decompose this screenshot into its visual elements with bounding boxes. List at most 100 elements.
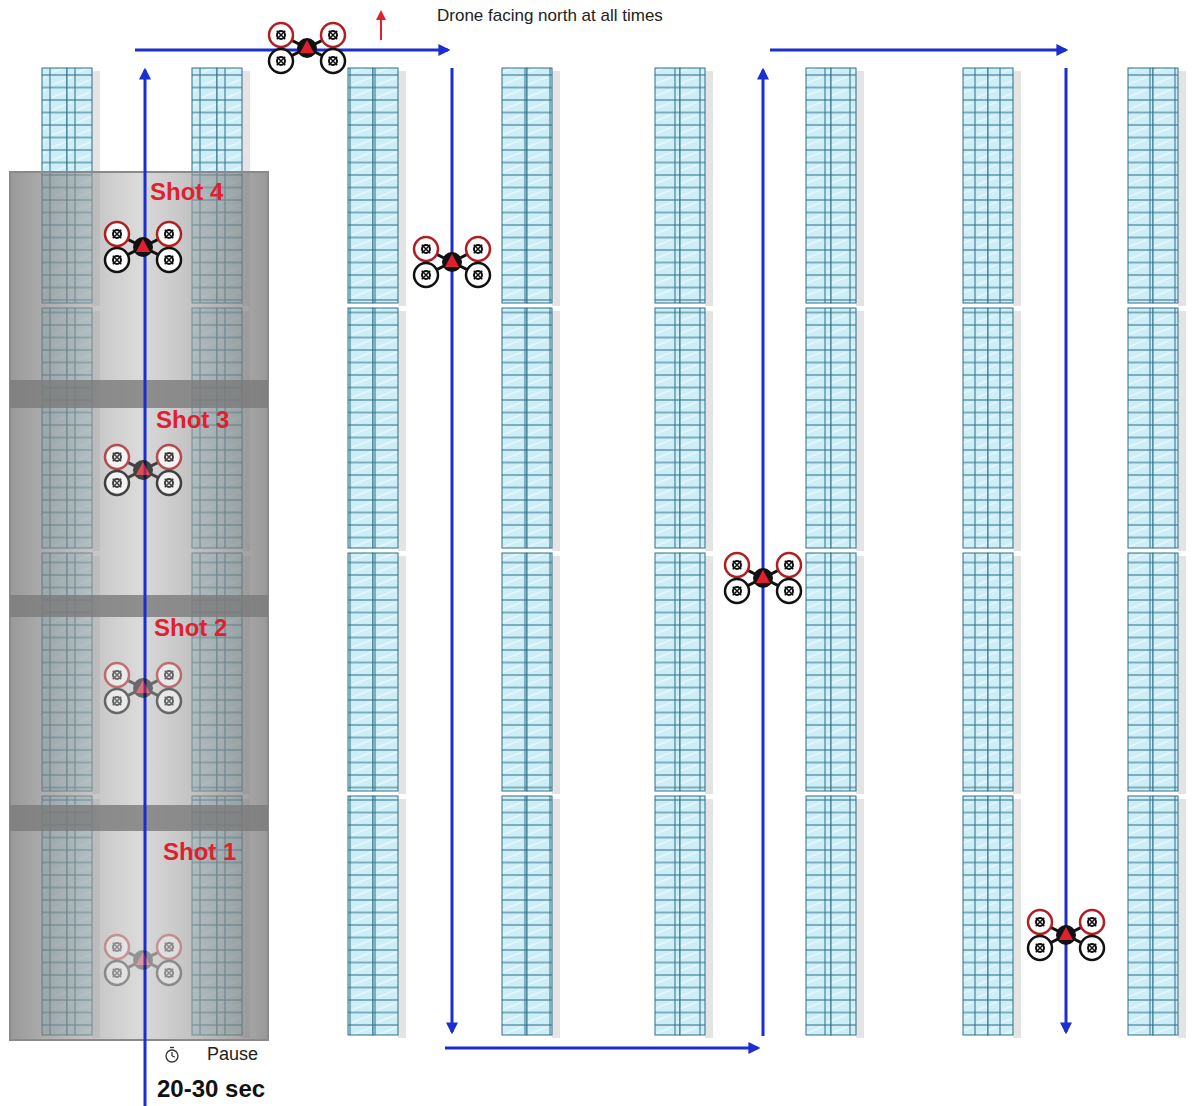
solar-panel xyxy=(831,553,856,791)
solar-panel xyxy=(348,308,373,548)
solar-panel xyxy=(831,68,856,303)
drone-icons xyxy=(105,23,1104,985)
panel-shadow xyxy=(1178,71,1186,306)
drone-icon xyxy=(105,663,181,713)
flight-path-segment xyxy=(762,70,765,1036)
solar-panel xyxy=(373,796,398,1035)
solar-panel xyxy=(373,308,398,548)
panel-shadow xyxy=(856,556,864,794)
solar-panel xyxy=(1153,553,1178,791)
shot-label: Shot 4 xyxy=(150,179,223,205)
flight-path xyxy=(135,50,1066,1106)
panel-shadow xyxy=(1013,71,1021,306)
solar-panel xyxy=(655,796,680,1035)
panel-shadow xyxy=(1178,556,1186,794)
drone-icon xyxy=(105,935,181,985)
zone-band xyxy=(10,380,268,408)
solar-panel xyxy=(527,68,552,303)
solar-panel xyxy=(988,68,1013,303)
drone-icon xyxy=(105,445,181,495)
solar-panel xyxy=(527,308,552,548)
panel-shadow xyxy=(705,71,713,306)
panel-shadow xyxy=(1013,311,1021,551)
panel-shadow xyxy=(398,799,406,1038)
solar-panel xyxy=(988,796,1013,1035)
solar-panel xyxy=(348,553,373,791)
solar-panel xyxy=(373,68,398,303)
solar-panel xyxy=(988,553,1013,791)
drone-icon xyxy=(269,23,345,73)
solar-panel xyxy=(1128,553,1153,791)
drone-icon xyxy=(725,553,801,603)
panel-shadow xyxy=(856,71,864,306)
solar-panel xyxy=(963,68,988,303)
solar-panel xyxy=(680,553,705,791)
solar-panel xyxy=(655,553,680,791)
solar-panel xyxy=(680,796,705,1035)
drone-icon xyxy=(1028,910,1104,960)
drone-icon xyxy=(105,222,181,272)
shot-label: Shot 1 xyxy=(163,839,236,865)
shot-label: Shot 3 xyxy=(156,407,229,433)
shot-label: Shot 2 xyxy=(154,615,227,641)
solar-panel xyxy=(502,308,527,548)
capture-zone xyxy=(10,172,268,1040)
solar-panel xyxy=(1128,68,1153,303)
panel-shadow xyxy=(398,71,406,306)
solar-panel xyxy=(1128,796,1153,1035)
pause-label: Pause xyxy=(207,1045,258,1065)
solar-panel xyxy=(831,308,856,548)
solar-panel xyxy=(502,553,527,791)
panel-shadow xyxy=(398,556,406,794)
panel-shadow xyxy=(552,556,560,794)
panel-shadow xyxy=(398,311,406,551)
flight-path-segment xyxy=(1065,68,1068,1032)
panel-shadow xyxy=(1178,799,1186,1038)
solar-panel xyxy=(963,308,988,548)
flight-path-segment xyxy=(770,49,1066,52)
panel-shadow xyxy=(1013,799,1021,1038)
solar-panel xyxy=(1153,796,1178,1035)
panel-shadow xyxy=(705,311,713,551)
solar-panel xyxy=(502,796,527,1035)
solar-panel xyxy=(373,553,398,791)
solar-panel xyxy=(527,796,552,1035)
panel-shadow xyxy=(552,71,560,306)
solar-panel xyxy=(1153,308,1178,548)
solar-panel xyxy=(680,68,705,303)
north-arrow xyxy=(380,12,382,40)
zone-band xyxy=(10,805,268,831)
solar-panel xyxy=(1153,68,1178,303)
solar-panel xyxy=(1128,308,1153,548)
panel-shadow xyxy=(1178,311,1186,551)
solar-panel xyxy=(348,796,373,1035)
solar-panel xyxy=(806,308,831,548)
panel-shadow xyxy=(705,556,713,794)
solar-panel xyxy=(348,68,373,303)
solar-panel xyxy=(502,68,527,303)
solar-panel xyxy=(831,796,856,1035)
solar-panel xyxy=(655,308,680,548)
timer-icon xyxy=(166,1048,178,1063)
zone-band xyxy=(10,595,268,617)
solar-panel xyxy=(680,308,705,548)
panel-shadow xyxy=(856,311,864,551)
drone-icon xyxy=(414,237,490,287)
solar-panel xyxy=(963,553,988,791)
solar-panel xyxy=(655,68,680,303)
panel-shadow xyxy=(705,799,713,1038)
flight-path-segment xyxy=(451,68,454,1032)
solar-panel xyxy=(806,796,831,1035)
flight-path-segment xyxy=(135,49,448,52)
solar-panel xyxy=(963,796,988,1035)
duration-label: 20-30 sec xyxy=(157,1076,265,1102)
solar-panel xyxy=(806,553,831,791)
panel-shadow xyxy=(1013,556,1021,794)
heading-note: Drone facing north at all times xyxy=(437,7,663,26)
panel-shadow xyxy=(552,311,560,551)
solar-panel xyxy=(988,308,1013,548)
flight-path-segment xyxy=(445,1047,758,1050)
solar-panel xyxy=(806,68,831,303)
solar-panel xyxy=(527,553,552,791)
